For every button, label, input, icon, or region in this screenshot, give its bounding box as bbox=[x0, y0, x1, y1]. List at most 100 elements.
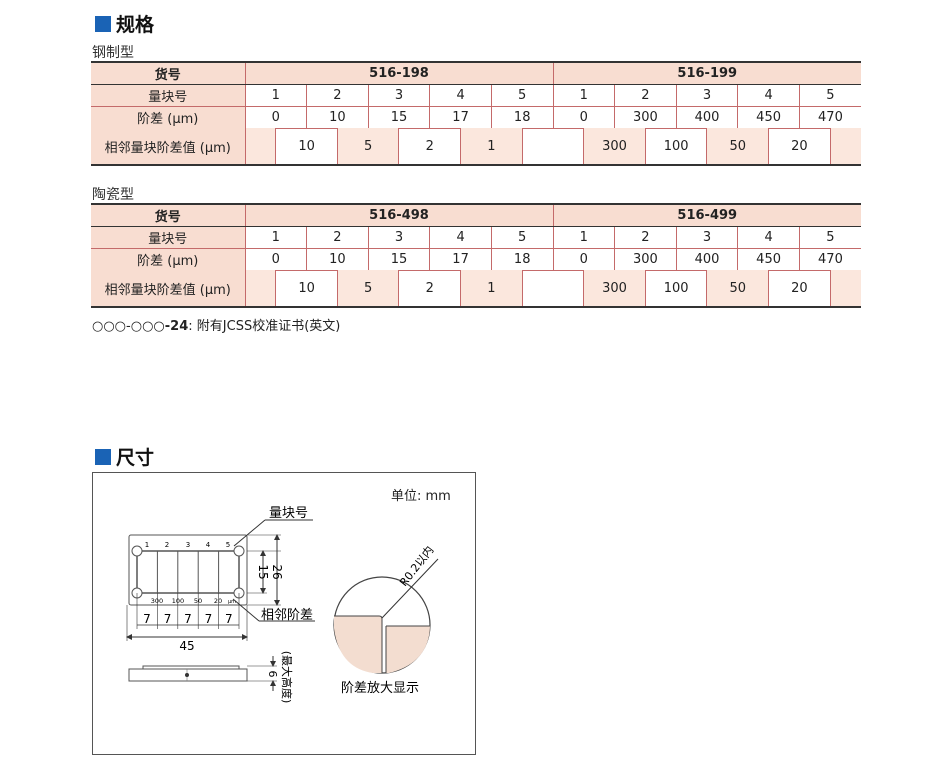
step-cell: 0 bbox=[552, 106, 615, 129]
block-no-cell: 3 bbox=[367, 84, 430, 107]
table-row: 阶差 (µm) 0 10 15 17 18 0 300 400 450 470 bbox=[91, 248, 861, 271]
note-code: -24 bbox=[164, 319, 189, 334]
block-no-cell: 4 bbox=[737, 84, 800, 107]
step-cell: 470 bbox=[798, 106, 861, 129]
blue-square-icon bbox=[95, 448, 111, 465]
block-no-cell: 4 bbox=[737, 226, 800, 249]
step-number: 300 bbox=[151, 597, 163, 605]
diff-cell: 100 bbox=[644, 270, 707, 308]
diff-cell: 10 bbox=[275, 128, 338, 166]
model-516-198: 516-198 bbox=[244, 61, 554, 85]
block-no-cell: 5 bbox=[490, 84, 554, 107]
note-text: : 附有JCSS校准证书(英文) bbox=[188, 319, 341, 334]
height-note: (最大高度) bbox=[280, 651, 294, 704]
ceramic-spec-table: 货号 516-498 516-499 量块号 1 2 3 4 5 1 2 3 4… bbox=[91, 203, 861, 271]
dimension-drawing-frame: 单位: mm 1 2 3 4 5 300 100 50 20 µm 量块号 相邻… bbox=[92, 472, 476, 755]
leader-line bbox=[233, 519, 266, 547]
pitch-value: 7 bbox=[164, 612, 172, 626]
block-edge bbox=[378, 615, 383, 620]
side-view-block bbox=[142, 665, 240, 670]
block-number: 2 bbox=[165, 541, 169, 549]
diff-cell: 100 bbox=[644, 128, 707, 166]
spacer-cell bbox=[829, 128, 861, 166]
block-window bbox=[136, 550, 240, 594]
ceramic-type-title: 陶瓷型 bbox=[92, 187, 134, 203]
step-unit: µm bbox=[228, 599, 236, 605]
header-label: 货号 bbox=[91, 61, 245, 85]
corner-hole bbox=[233, 545, 245, 557]
spacer-cell bbox=[521, 270, 584, 308]
step-cell: 400 bbox=[675, 248, 738, 271]
step-cell: 450 bbox=[737, 106, 800, 129]
block-no-label: 量块号 bbox=[269, 506, 308, 521]
steel-type-title: 钢制型 bbox=[92, 45, 134, 61]
diff-cell: 1 bbox=[460, 128, 523, 166]
block-number: 1 bbox=[145, 541, 149, 549]
spacer-cell bbox=[244, 270, 276, 308]
step-cell: 0 bbox=[552, 248, 615, 271]
adjacent-step-label: 相邻阶差 bbox=[261, 608, 313, 623]
unit-label: 单位: mm bbox=[391, 489, 451, 504]
step-cell: 0 bbox=[244, 106, 307, 129]
block-no-cell: 3 bbox=[675, 84, 738, 107]
block-number: 4 bbox=[206, 541, 211, 549]
block-no-cell: 5 bbox=[798, 84, 861, 107]
spacer-cell bbox=[829, 270, 861, 308]
table-row: 量块号 1 2 3 4 5 1 2 3 4 5 bbox=[91, 84, 861, 107]
block-no-cell: 4 bbox=[429, 84, 492, 107]
table-row: 相邻量块阶差值 (µm) 10 5 2 1 300 100 50 20 bbox=[91, 270, 861, 308]
block-number: 5 bbox=[226, 541, 230, 549]
step-cell: 18 bbox=[490, 106, 554, 129]
leader-line bbox=[232, 598, 260, 622]
model-516-499: 516-499 bbox=[552, 203, 861, 227]
jcss-note: ○○○-○○○-24: 附有JCSS校准证书(英文) bbox=[92, 315, 340, 334]
corner-hole bbox=[131, 545, 143, 557]
diff-cell: 5 bbox=[336, 128, 399, 166]
diff-cell: 10 bbox=[275, 270, 338, 308]
block-no-cell: 5 bbox=[490, 226, 554, 249]
table-row: 量块号 1 2 3 4 5 1 2 3 4 5 bbox=[91, 226, 861, 249]
step-cell: 450 bbox=[737, 248, 800, 271]
pitch-value: 7 bbox=[205, 612, 213, 626]
block-no-cell: 2 bbox=[306, 84, 369, 107]
block-no-cell: 2 bbox=[614, 84, 677, 107]
magnified-low-block bbox=[386, 626, 430, 673]
block-no-cell: 1 bbox=[552, 84, 615, 107]
spec-section-label: 规格 bbox=[116, 14, 155, 36]
table-row: 阶差 (µm) 0 10 15 17 18 0 300 400 450 470 bbox=[91, 106, 861, 129]
pitch-value: 7 bbox=[184, 612, 192, 626]
step-label: 阶差 (µm) bbox=[91, 106, 245, 129]
model-516-498: 516-498 bbox=[244, 203, 554, 227]
step-cell: 15 bbox=[367, 248, 430, 271]
step-cell: 18 bbox=[490, 248, 554, 271]
step-number: 20 bbox=[214, 597, 222, 605]
dim-26: 26 bbox=[270, 564, 284, 579]
spec-section-title: 规格 bbox=[95, 10, 154, 37]
pitch-value: 7 bbox=[143, 612, 151, 626]
diff-cell: 20 bbox=[768, 128, 831, 166]
diff-cell: 50 bbox=[706, 270, 769, 308]
step-cell: 17 bbox=[429, 248, 492, 271]
spacer-cell bbox=[244, 128, 276, 166]
step-label: 阶差 (µm) bbox=[91, 248, 245, 271]
block-no-cell: 4 bbox=[429, 226, 492, 249]
diff-cell: 300 bbox=[583, 270, 646, 308]
diff-cell: 50 bbox=[706, 128, 769, 166]
block-no-cell: 1 bbox=[244, 84, 307, 107]
step-cell: 300 bbox=[614, 248, 677, 271]
dimension-drawing: 单位: mm 1 2 3 4 5 300 100 50 20 µm 量块号 相邻… bbox=[126, 489, 451, 704]
block-no-cell: 3 bbox=[367, 226, 430, 249]
block-no-label: 量块号 bbox=[91, 226, 245, 249]
step-cell: 10 bbox=[306, 106, 369, 129]
diff-cell: 2 bbox=[398, 270, 461, 308]
height-value: 6 bbox=[266, 671, 279, 678]
diff-cell: 300 bbox=[583, 128, 646, 166]
diff-cell: 1 bbox=[460, 270, 523, 308]
blue-square-icon bbox=[95, 15, 111, 32]
step-cell: 15 bbox=[367, 106, 430, 129]
step-cell: 400 bbox=[675, 106, 738, 129]
table-row: 相邻量块阶差值 (µm) 10 5 2 1 300 100 50 20 bbox=[91, 128, 861, 166]
magnified-label: 阶差放大显示 bbox=[341, 681, 419, 696]
block-no-cell: 3 bbox=[675, 226, 738, 249]
diff-label: 相邻量块阶差值 (µm) bbox=[91, 128, 245, 166]
